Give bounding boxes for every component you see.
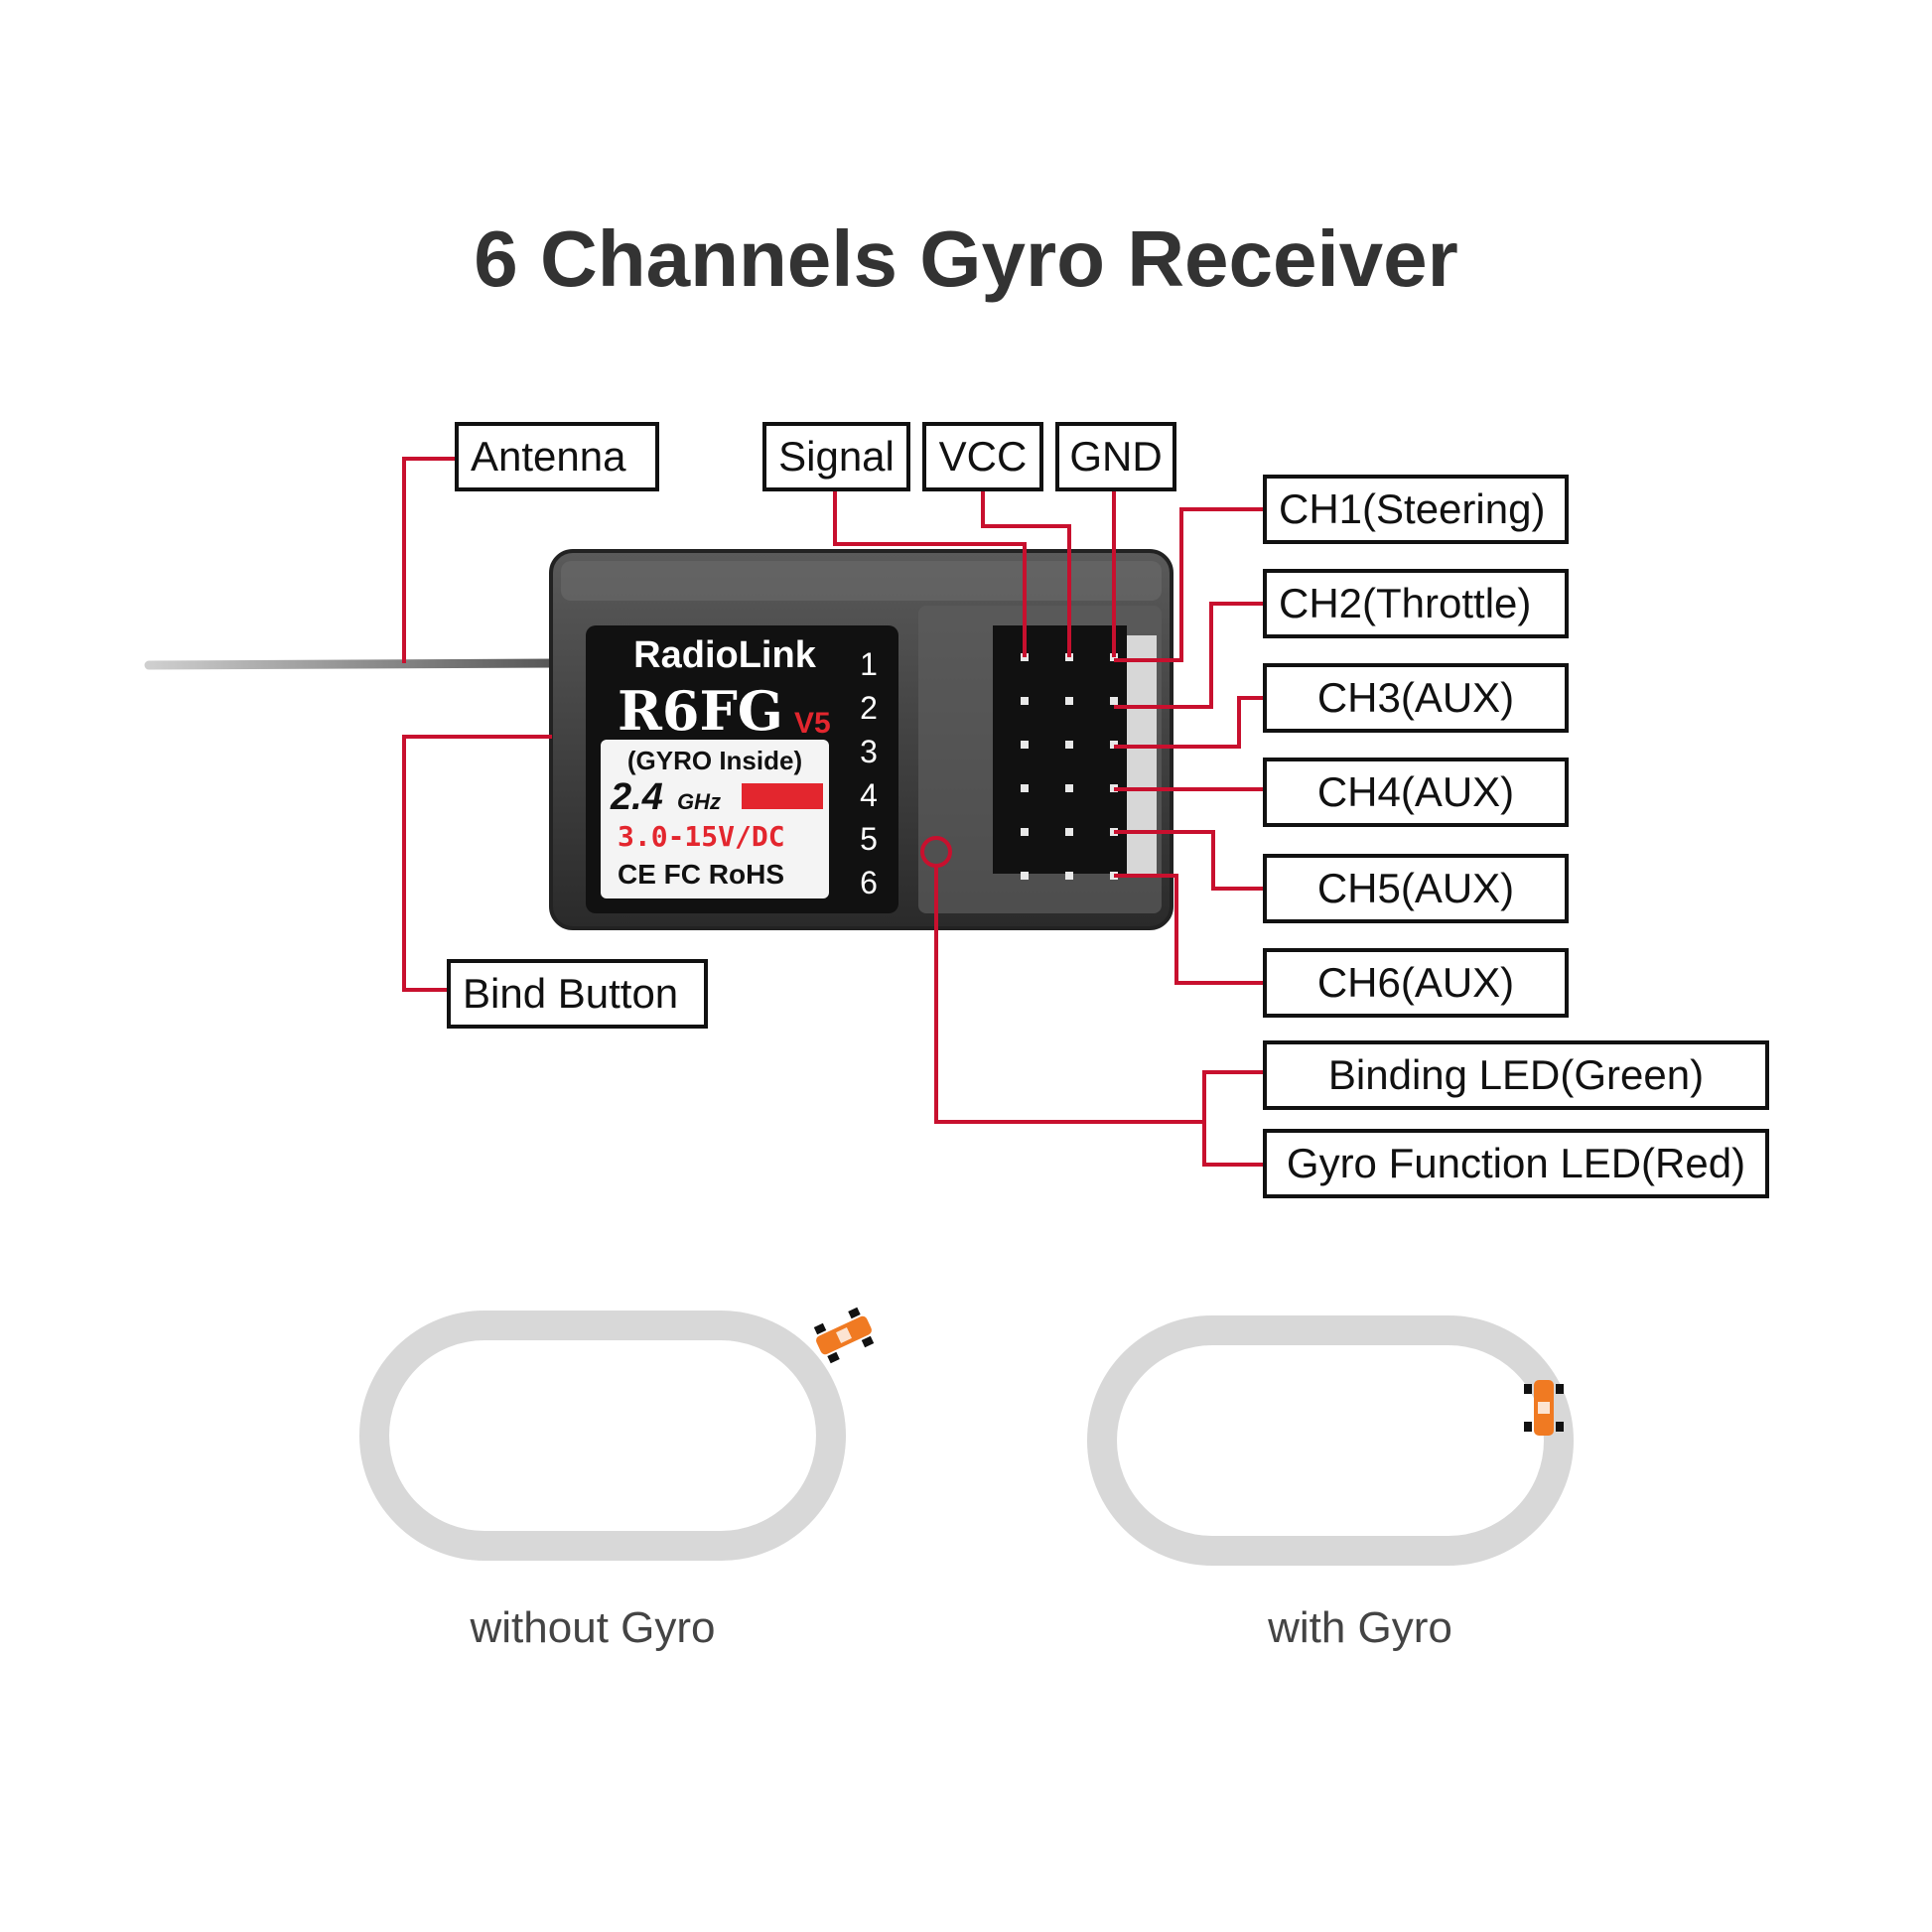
pin [1021, 872, 1029, 880]
pin [1021, 828, 1029, 836]
brand-text: RadioLink [633, 634, 817, 676]
pwm-badge [742, 783, 823, 809]
band-unit-text: GHz [677, 789, 721, 814]
label-ch3: CH3(AUX) [1263, 663, 1569, 733]
receiver-body [549, 549, 1173, 930]
channel-number: 2 [860, 690, 878, 726]
page-title: 6 Channels Gyro Receiver [474, 214, 1458, 303]
pin [1021, 741, 1029, 749]
model-text: R6FG [618, 679, 783, 743]
pin-header [993, 625, 1127, 874]
pin [1065, 828, 1073, 836]
label-gnd: GND [1055, 422, 1176, 491]
channel-number: 5 [860, 821, 878, 857]
label-ch5: CH5(AUX) [1263, 854, 1569, 923]
channel-number: 3 [860, 734, 878, 769]
channel-number: 4 [860, 777, 878, 813]
leader-lines [402, 457, 1263, 1167]
channel-number: 6 [860, 865, 878, 900]
leader-antenna [402, 457, 455, 663]
car-on-track-icon [1524, 1380, 1564, 1436]
pin [1021, 697, 1029, 705]
leader-ch2 [1114, 602, 1263, 709]
label-ch6: CH6(AUX) [1263, 948, 1569, 1018]
band-text: 2.4 [610, 776, 663, 818]
pin [1065, 872, 1073, 880]
leader-led [934, 866, 1204, 1124]
leader-ch3 [1114, 696, 1263, 749]
label-ch2: CH2(Throttle) [1263, 569, 1569, 638]
leader-vcc [981, 491, 1071, 657]
pin [1110, 697, 1118, 705]
label-ch4: CH4(AUX) [1263, 758, 1569, 827]
label-ch1: CH1(Steering) [1263, 475, 1569, 544]
leader-ch1 [1114, 507, 1263, 662]
label-antenna: Antenna [455, 422, 659, 491]
label-gyro-led: Gyro Function LED(Red) [1263, 1129, 1769, 1198]
label-bind-button: Bind Button [447, 959, 708, 1029]
pin [1065, 784, 1073, 792]
leader-ch6 [1114, 874, 1263, 985]
antenna-wire [144, 658, 561, 670]
label-vcc: VCC [922, 422, 1043, 491]
caption-without-gyro: without Gyro [470, 1603, 716, 1652]
pin [1021, 784, 1029, 792]
label-signal: Signal [762, 422, 910, 491]
leader-binding-led [1202, 1070, 1263, 1167]
channel-number: 1 [860, 646, 878, 682]
car-drifting-icon [813, 1307, 875, 1364]
leader-bind [402, 735, 552, 992]
track-with-gyro [1087, 1315, 1574, 1566]
leader-signal [833, 491, 1027, 657]
channel-number-column: 1 2 3 4 5 6 [860, 646, 878, 900]
leader-ch5 [1114, 830, 1263, 891]
track-without-gyro [359, 1311, 846, 1561]
label-binding-led: Binding LED(Green) [1263, 1040, 1769, 1110]
certs-text: CE FC RoHS [618, 859, 784, 890]
pin [1065, 697, 1073, 705]
voltage-text: 3.0-15V/DC [618, 820, 785, 853]
caption-with-gyro: with Gyro [1268, 1603, 1452, 1652]
gyro-note-text: (GYRO Inside) [627, 746, 802, 775]
pin [1065, 741, 1073, 749]
version-text: V5 [794, 707, 831, 740]
